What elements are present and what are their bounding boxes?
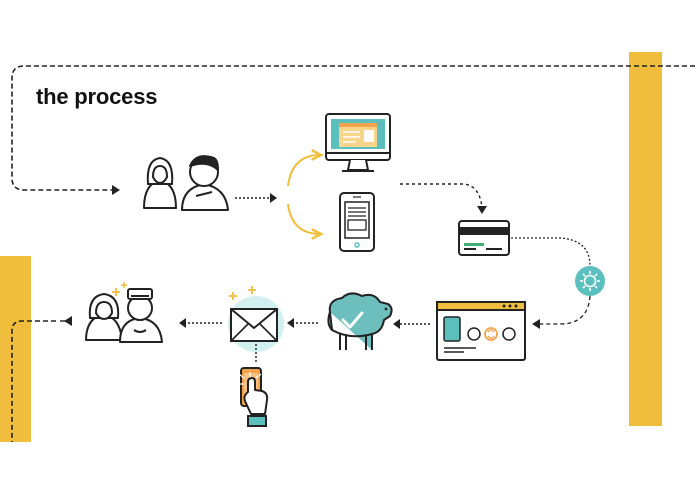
credit-card-icon [458, 220, 510, 256]
approved-sheep-icon [327, 292, 393, 350]
connector-devices-to-card [400, 183, 483, 209]
connector-arrowhead [287, 318, 294, 328]
yellow-arrow-to-desktop [287, 155, 320, 187]
gear-icon [575, 266, 605, 296]
bottom-dashed-loop [11, 320, 56, 442]
connector-arrowhead [393, 319, 400, 329]
accent-bar-left [0, 256, 31, 442]
web-app-window-icon [436, 301, 526, 361]
tap-phone-icon [238, 367, 269, 427]
accent-bar-right [629, 52, 662, 426]
connector-arrowhead [532, 319, 540, 329]
yellow-arrow-to-mobile [287, 203, 320, 234]
top-loop-arrowhead [112, 185, 120, 195]
desktop-monitor-icon [325, 113, 391, 172]
page-title: the process [36, 84, 158, 109]
connector-arrowhead [64, 316, 72, 326]
connector-arrowhead [270, 193, 277, 203]
connector-arrowhead [179, 318, 186, 328]
email-envelope-icon [228, 286, 284, 352]
connector-card-to-gear [511, 237, 591, 267]
happy-customers-icon [85, 282, 163, 343]
connector-gear-to-app [540, 295, 591, 325]
mobile-phone-icon [339, 192, 375, 252]
top-dashed-loop [11, 65, 695, 191]
connector-arrowhead [477, 206, 487, 214]
customers-icon [143, 155, 229, 211]
